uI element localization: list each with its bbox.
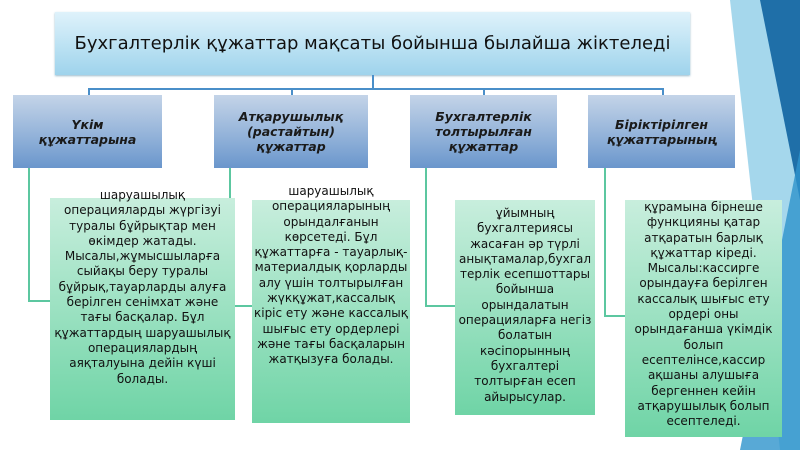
- connector: [372, 75, 374, 88]
- connector: [662, 88, 664, 95]
- header-label: Үкім құжаттарына: [38, 116, 137, 147]
- description: шаруашылық операцияларды жүргізуі туралы…: [54, 188, 231, 386]
- category-header-4: Біріктірілген құжаттарының: [588, 95, 735, 168]
- connector: [28, 300, 50, 302]
- connector: [229, 305, 252, 307]
- header-label: Атқарушылық (растайтын) құжаттар: [238, 109, 344, 154]
- connector: [88, 88, 664, 90]
- description: құрамына бірнеше функцияны қатар атқарат…: [634, 200, 773, 429]
- connector: [425, 168, 427, 305]
- connector: [425, 305, 455, 307]
- category-header-1: Үкім құжаттарына: [13, 95, 162, 168]
- header-label: Біріктірілген құжаттарының: [606, 116, 717, 147]
- connector: [604, 315, 625, 317]
- category-text-2: шаруашылық операцияларының орындалғанын …: [252, 184, 410, 423]
- diagram-title: Бухгалтерлік құжаттар мақсаты бойынша бы…: [55, 12, 690, 75]
- category-header-2: Атқарушылық (растайтын) құжаттар: [214, 95, 368, 168]
- category-header-3: Бухгалтерлік толтырылған құжаттар: [410, 95, 557, 168]
- connector: [28, 168, 30, 300]
- connector: [483, 88, 485, 95]
- category-text-3: ұйымның бухгалтериясы жасаған әр түрлі а…: [455, 200, 595, 415]
- header-label: Бухгалтерлік толтырылған құжаттар: [435, 109, 532, 154]
- description: шаруашылық операцияларының орындалғанын …: [253, 184, 408, 367]
- connector: [291, 88, 293, 95]
- category-text-1: шаруашылық операцияларды жүргізуі туралы…: [50, 188, 235, 420]
- connector: [88, 88, 90, 95]
- description: ұйымның бухгалтериясы жасаған әр түрлі а…: [458, 206, 592, 404]
- category-text-4: құрамына бірнеше функцияны қатар атқарат…: [625, 200, 782, 437]
- connector: [604, 168, 606, 315]
